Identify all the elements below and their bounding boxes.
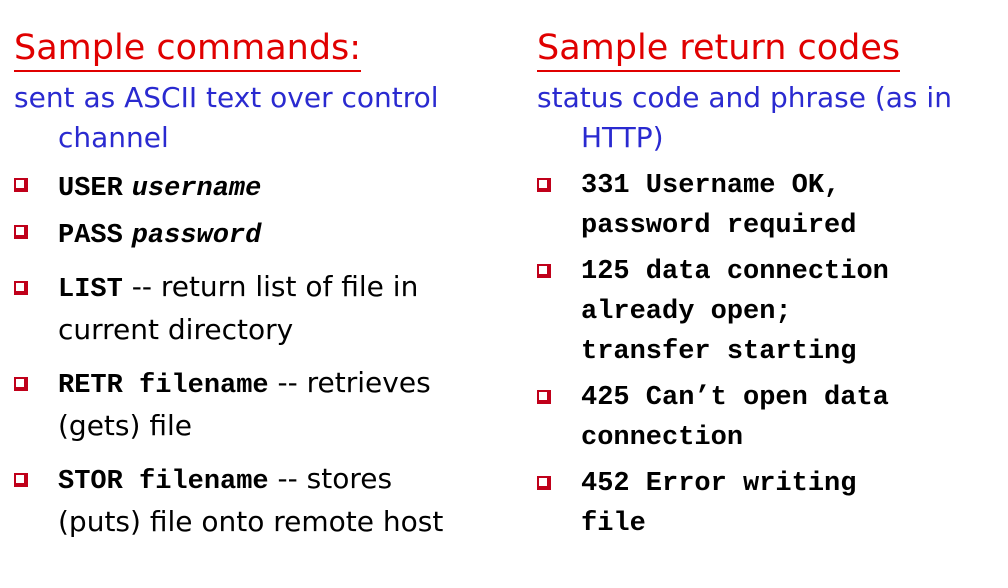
command-text: PASS password <box>58 213 261 256</box>
command-description-cont: (gets) file <box>58 409 192 442</box>
return-code-text: 125 data connection already open; transf… <box>581 252 889 372</box>
return-codes-subhead-line2: HTTP) <box>581 121 664 154</box>
command-description: -- return list of file in <box>122 270 419 303</box>
return-codes-subhead: status code and phrase (as in HTTP) <box>537 78 952 158</box>
command-keyword: USER <box>58 174 123 204</box>
return-code-item-125: 125 data connection already open; transf… <box>537 252 889 372</box>
command-text: LIST -- return list of file in current d… <box>58 267 418 350</box>
checkbox-square-icon <box>14 377 28 391</box>
commands-heading: Sample commands: <box>14 26 362 72</box>
command-item-user: USER username <box>14 166 261 209</box>
return-code-line: transfer starting <box>581 337 857 367</box>
return-code-line: 125 data connection <box>581 257 889 287</box>
command-text: USER username <box>58 166 261 209</box>
commands-subhead-line2: channel <box>58 121 169 154</box>
command-text: RETR filename -- retrieves (gets) file <box>58 363 431 446</box>
command-description: -- retrieves <box>268 366 431 399</box>
command-item-stor: STOR filename -- stores (puts) file onto… <box>14 459 443 542</box>
checkbox-square-icon <box>14 281 28 295</box>
return-code-line: connection <box>581 423 744 453</box>
return-code-item-452: 452 Error writing file <box>537 464 856 544</box>
command-description: -- stores <box>268 462 393 495</box>
checkbox-square-icon <box>537 264 551 278</box>
commands-subhead: sent as ASCII text over control channel <box>14 78 439 158</box>
command-keyword: PASS <box>58 221 123 251</box>
return-code-item-425: 425 Can’t open data connection <box>537 378 889 458</box>
command-description-cont: (puts) file onto remote host <box>58 505 444 538</box>
return-code-text: 331 Username OK, password required <box>581 166 856 246</box>
return-codes-subhead-line1: status code and phrase (as in <box>537 81 952 114</box>
return-code-line: already open; <box>581 297 792 327</box>
checkbox-square-icon <box>14 473 28 487</box>
command-item-retr: RETR filename -- retrieves (gets) file <box>14 363 431 446</box>
command-argument: password <box>131 221 262 251</box>
commands-subhead-line1: sent as ASCII text over control <box>14 81 439 114</box>
checkbox-square-icon <box>14 225 28 239</box>
command-keyword: RETR filename <box>58 371 269 401</box>
return-code-line: password required <box>581 211 857 241</box>
checkbox-square-icon <box>537 390 551 404</box>
command-item-list: LIST -- return list of file in current d… <box>14 267 418 350</box>
return-code-line: 425 Can’t open data <box>581 383 889 413</box>
command-keyword: LIST <box>58 275 123 305</box>
checkbox-square-icon <box>537 178 551 192</box>
return-code-text: 452 Error writing file <box>581 464 856 544</box>
return-code-line: 452 Error writing <box>581 469 857 499</box>
return-codes-heading: Sample return codes <box>537 26 901 72</box>
command-argument: username <box>131 174 262 204</box>
return-code-item-331: 331 Username OK, password required <box>537 166 856 246</box>
return-code-line: 331 Username OK, <box>581 171 841 201</box>
return-code-text: 425 Can’t open data connection <box>581 378 889 458</box>
command-text: STOR filename -- stores (puts) file onto… <box>58 459 443 542</box>
command-item-pass: PASS password <box>14 213 261 256</box>
command-description-cont: current directory <box>58 313 294 346</box>
return-code-line: file <box>581 509 646 539</box>
checkbox-square-icon <box>14 178 28 192</box>
checkbox-square-icon <box>537 476 551 490</box>
command-keyword: STOR filename <box>58 467 269 497</box>
